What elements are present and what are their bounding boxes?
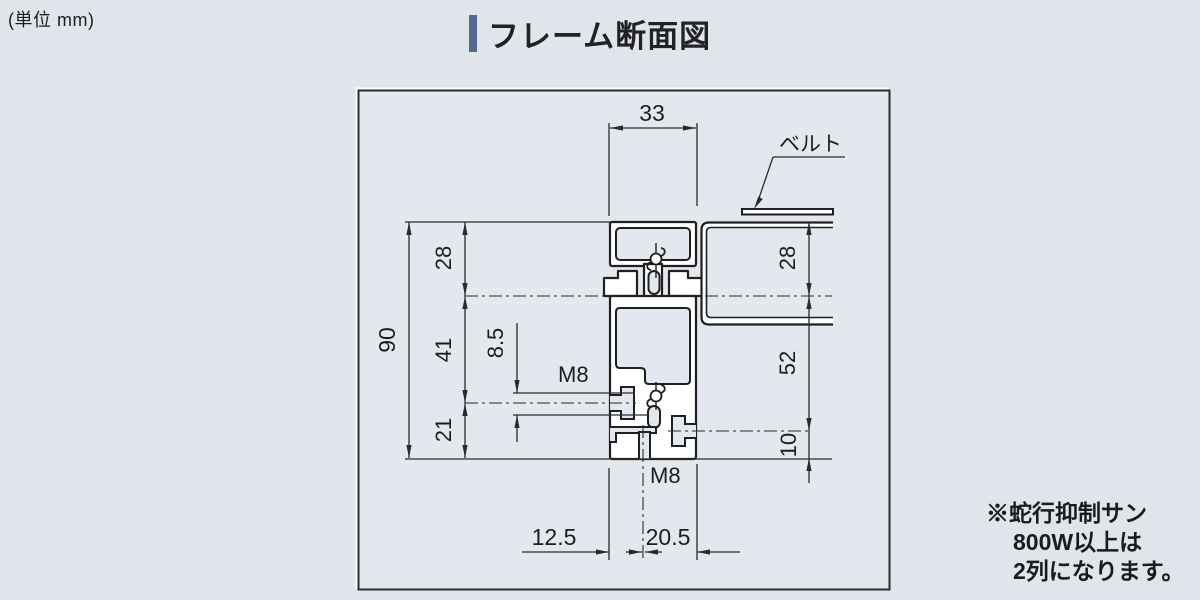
right-frame-piece [700,221,833,326]
bottom-left-channel [610,426,657,443]
label-m8-upper: M8 [558,362,589,387]
dim-bottom-right: 20.5 [646,524,691,550]
dim-left-lower: 21 [431,418,456,442]
upper-center-slot [647,270,661,295]
footnote-line1: ※蛇行抑制サン [986,499,1185,528]
bottom-m8-hole [638,431,651,459]
label-m8-lower: M8 [650,463,681,488]
footnote-marker: ※ [986,500,1009,526]
dimension-lines [405,123,845,560]
profile-cavities [615,227,691,429]
unit-label: (単位 mm) [8,10,95,30]
thread-symbol-lower [646,382,666,410]
page-title-text: フレーム断面図 [488,18,712,54]
label-belt: ベルト [779,133,842,156]
footnote: ※蛇行抑制サン 800W以上は 2列になります。 [986,499,1185,586]
belt [741,208,834,216]
dim-right-middle: 52 [775,351,800,375]
dim-left-middle: 41 [431,338,456,362]
dim-left-total: 90 [374,327,400,353]
dimension-texts: 33 90 28 41 21 8.5 28 52 10 12.5 20.5 M8… [374,100,842,550]
middle-cavity [615,307,691,385]
dim-bottom-left: 12.5 [532,524,577,550]
dim-side-hole: 8.5 [483,328,508,359]
lower-center-slot [647,405,661,429]
dimension-arrows [406,125,812,555]
footnote-line3: 2列になります。 [1013,558,1185,584]
dim-top-width: 33 [639,100,665,126]
thread-symbol-upper [646,243,666,278]
dim-right-lower: 10 [776,433,801,457]
page-title: フレーム断面図 [469,13,712,54]
dim-left-upper: 28 [431,246,456,270]
title-accent-bar [469,14,477,52]
footnote-line1-text: 蛇行抑制サン [1009,500,1147,526]
dim-right-upper: 28 [775,246,800,270]
footnote-line2: 800W以上は [1013,529,1143,555]
center-lines [465,295,832,558]
